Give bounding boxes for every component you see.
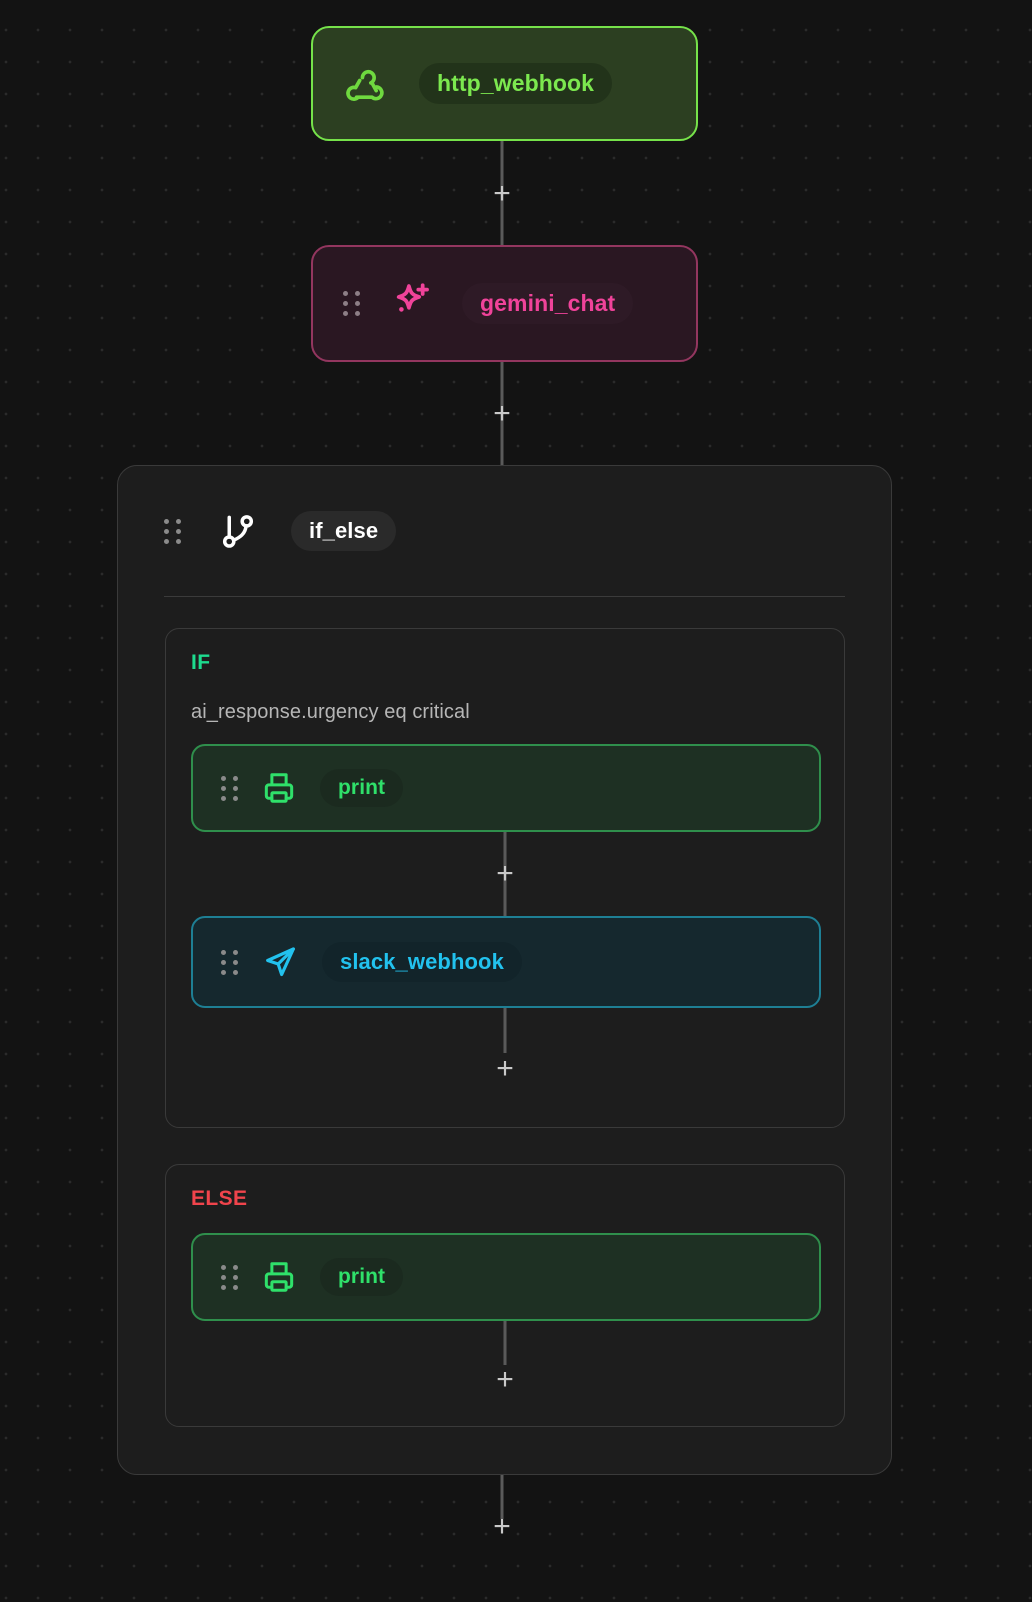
- connector-line-4: [503, 1008, 507, 1053]
- node-label-print-if: print: [320, 769, 404, 807]
- connector-line-3: [503, 832, 507, 916]
- drag-handle-icon[interactable]: [221, 775, 238, 801]
- branch-if: IF ai_response.urgency eq critical print…: [165, 628, 845, 1128]
- if-else-header: if_else: [118, 466, 891, 596]
- drag-handle-icon[interactable]: [164, 518, 181, 544]
- connector-line-5: [503, 1321, 507, 1365]
- node-print-if[interactable]: print: [191, 744, 821, 832]
- connector-line-1: [500, 141, 504, 245]
- printer-icon: [260, 1258, 298, 1296]
- add-step-button-6[interactable]: +: [493, 1510, 511, 1543]
- sparkle-icon: [386, 279, 436, 329]
- add-step-button-4[interactable]: +: [496, 1052, 514, 1085]
- node-gemini-chat[interactable]: gemini_chat: [311, 245, 698, 362]
- node-http-webhook[interactable]: http_webhook: [311, 26, 698, 141]
- branch-else: ELSE print +: [165, 1164, 845, 1427]
- node-label-http-webhook: http_webhook: [419, 63, 613, 104]
- node-slack-webhook[interactable]: slack_webhook: [191, 916, 821, 1008]
- add-step-button-5[interactable]: +: [496, 1363, 514, 1396]
- header-divider: [164, 596, 845, 597]
- node-if-else[interactable]: if_else IF ai_response.urgency eq critic…: [117, 465, 892, 1475]
- git-branch-icon: [217, 510, 259, 552]
- connector-line-6: [500, 1475, 504, 1519]
- add-step-button-2[interactable]: +: [493, 397, 511, 430]
- node-print-else[interactable]: print: [191, 1233, 821, 1321]
- add-step-button-3[interactable]: +: [496, 857, 514, 890]
- printer-icon: [260, 769, 298, 807]
- branch-label-else: ELSE: [191, 1187, 248, 1210]
- connector-line-2: [500, 362, 504, 466]
- node-label-slack-webhook: slack_webhook: [322, 942, 522, 982]
- node-label-if-else: if_else: [291, 511, 397, 551]
- webhook-icon: [345, 62, 389, 106]
- branch-condition-if[interactable]: ai_response.urgency eq critical: [191, 701, 470, 723]
- node-label-print-else: print: [320, 1258, 404, 1296]
- drag-handle-icon[interactable]: [343, 291, 360, 316]
- drag-handle-icon[interactable]: [221, 949, 238, 975]
- drag-handle-icon[interactable]: [221, 1264, 238, 1290]
- add-step-button-1[interactable]: +: [493, 177, 511, 210]
- send-icon: [260, 942, 300, 982]
- node-label-gemini-chat: gemini_chat: [462, 283, 634, 324]
- branch-label-if: IF: [191, 651, 211, 674]
